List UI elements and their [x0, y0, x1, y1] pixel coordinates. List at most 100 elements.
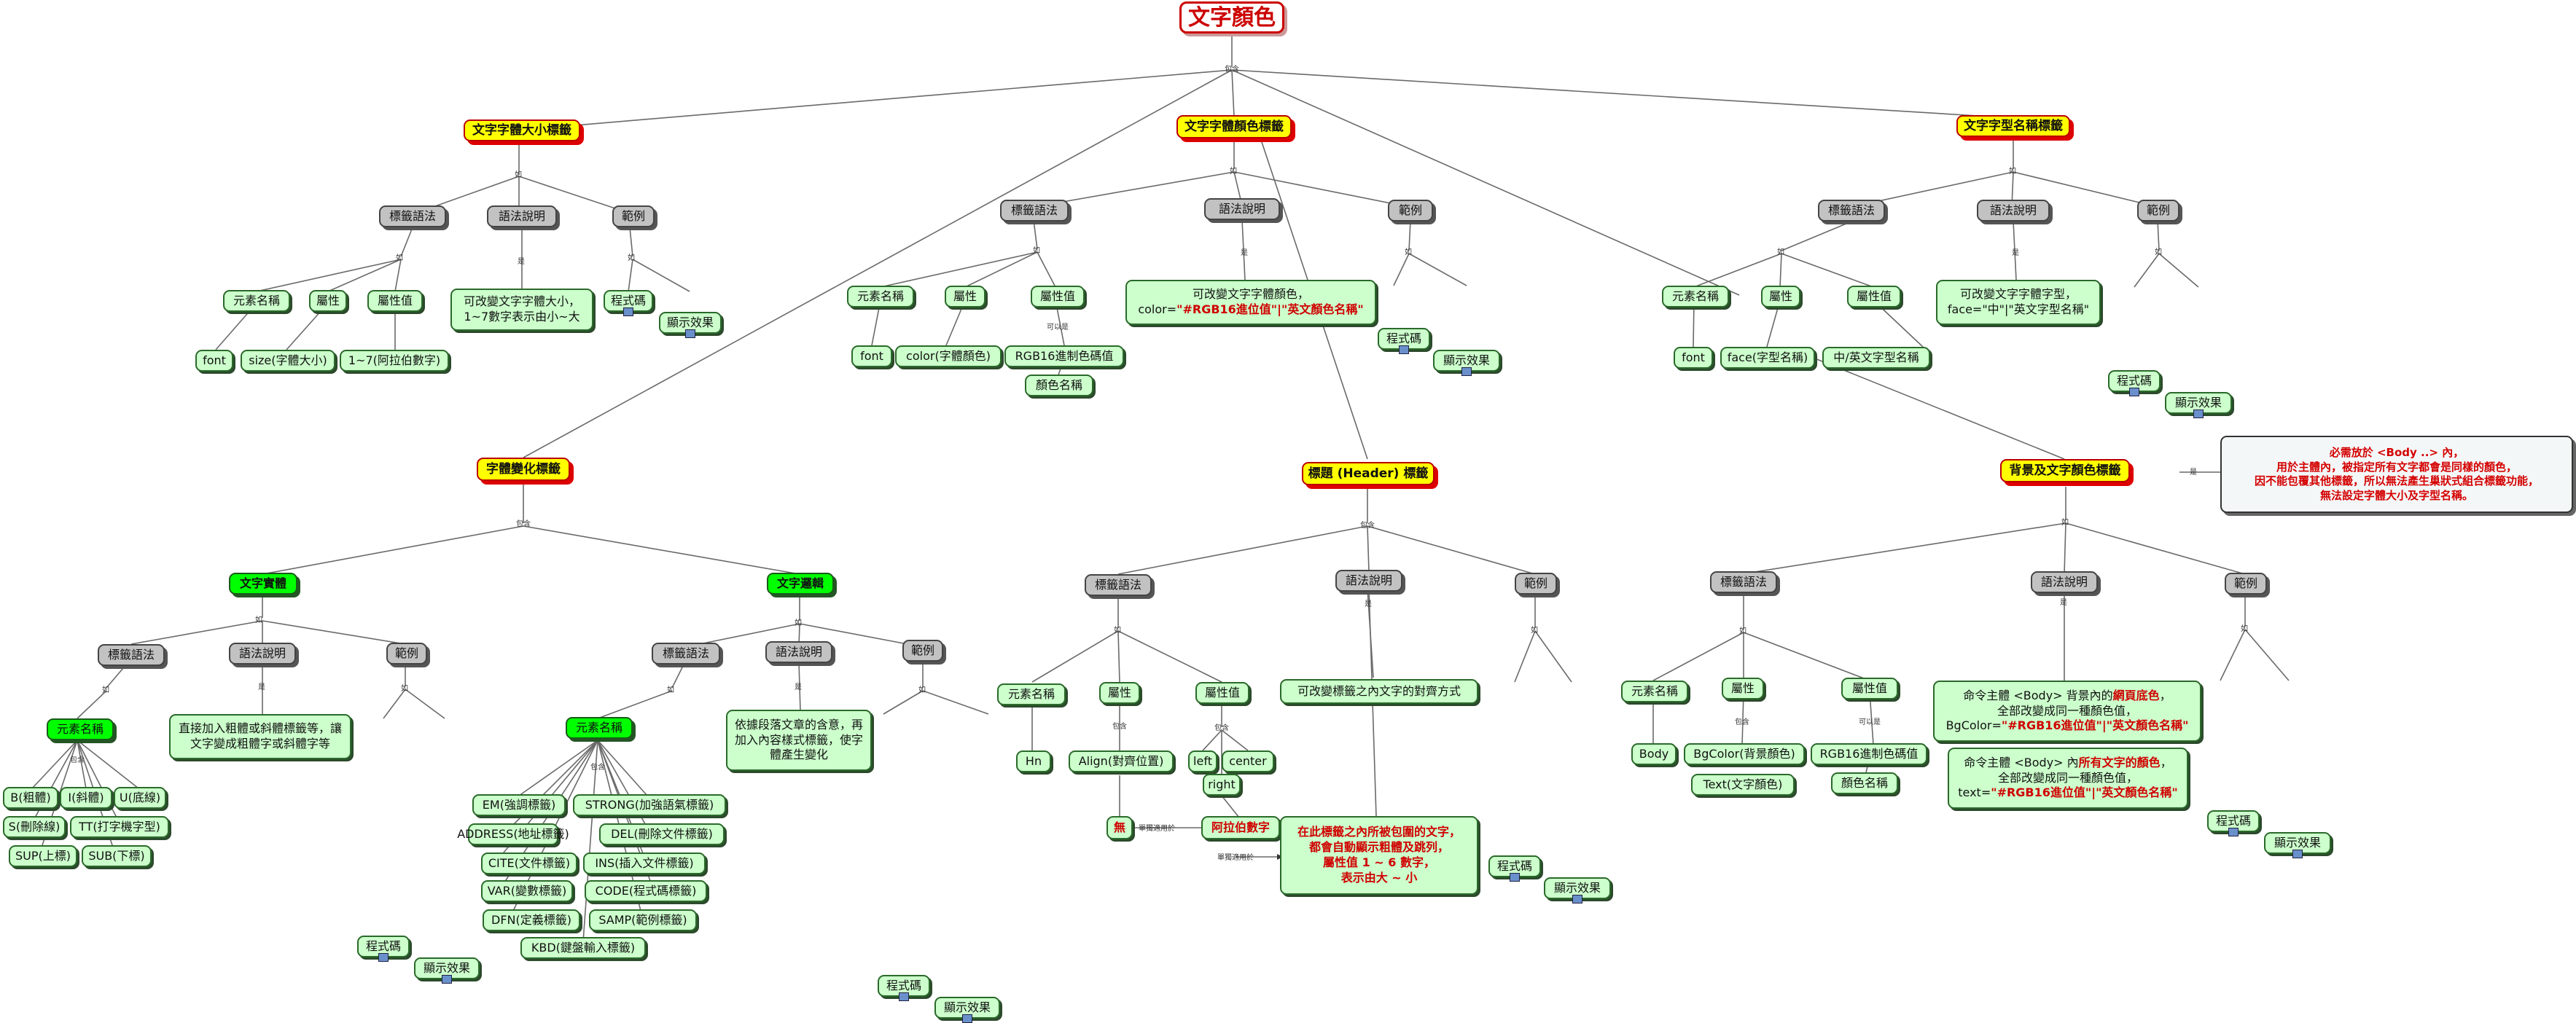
header-element-name[interactable]: 元素名稱 — [997, 683, 1066, 705]
face-syntax[interactable]: 標籤語法 — [1818, 200, 1885, 222]
face-example[interactable]: 範例 — [2137, 200, 2179, 222]
header-note[interactable]: 在此標籤之內所被包圍的文字， 都會自動顯示粗體及跳列， 屬性值 1 ~ 6 數字… — [1280, 816, 1478, 895]
physical-item-sub[interactable]: SUB(下標) — [82, 845, 152, 867]
color-desc[interactable]: 語法說明 — [1204, 198, 1280, 220]
header-code-example[interactable]: 程式碼 — [1488, 855, 1541, 882]
logical-item-dfn[interactable]: DFN(定義標籤) — [483, 909, 580, 931]
header-align[interactable]: Align(對齊位置) — [1069, 750, 1174, 772]
face-font[interactable]: font — [1674, 347, 1713, 369]
bg-code-example[interactable]: 程式碼 — [2207, 810, 2260, 836]
physical-item-s[interactable]: S(刪除線) — [3, 816, 66, 838]
color-name[interactable]: 顏色名稱 — [1025, 375, 1093, 396]
header-arabic-number[interactable]: 阿拉伯數字 — [1201, 816, 1280, 839]
header-right[interactable]: right — [1203, 774, 1241, 796]
size-effect-example[interactable]: 顯示效果 — [659, 312, 722, 338]
logical-item-cite[interactable]: CITE(文件標籤) — [481, 852, 577, 874]
header-desc[interactable]: 語法說明 — [1335, 570, 1402, 592]
logical-item-em[interactable]: EM(強調標籤) — [472, 794, 566, 816]
face-desc-text[interactable]: 可改變文字字體字型，face="中"|"英文字型名稱" — [1936, 280, 2101, 325]
physical-item-tt[interactable]: TT(打字機字型) — [70, 816, 169, 838]
color-example[interactable]: 範例 — [1388, 200, 1433, 222]
bg-attr[interactable]: 屬性 — [1722, 678, 1764, 699]
size-desc-text[interactable]: 可改變文字字體大小，1~7數字表示由小~大 — [450, 289, 593, 331]
variant-tag-title[interactable]: 字體變化標籤 — [477, 458, 570, 481]
bg-desc-text[interactable]: 命令主體 <Body> 內所有文字的顏色， 全部改變成同一種顏色值， text=… — [1948, 748, 2188, 809]
size-code-example[interactable]: 程式碼 — [604, 290, 653, 316]
bg-note[interactable]: 必需放於 <Body ..> 內， 用於主體內，被指定所有文字都會是同樣的顏色，… — [2220, 436, 2573, 513]
color-syntax[interactable]: 標籤語法 — [1000, 200, 1069, 222]
header-attr-value[interactable]: 屬性值 — [1195, 682, 1249, 704]
bg-desc-bgcolor[interactable]: 命令主體 <Body> 背景內的網頁底色， 全部改變成同一種顏色值， BgCol… — [1933, 681, 2201, 742]
bg-element-name[interactable]: 元素名稱 — [1621, 681, 1688, 702]
color-attr[interactable]: 屬性 — [945, 286, 985, 307]
color-color-attr[interactable]: color(字體顏色) — [895, 345, 1002, 367]
color-attr-value[interactable]: 屬性值 — [1031, 286, 1085, 307]
color-tag-title[interactable]: 文字字體顏色標籤 — [1176, 115, 1292, 138]
logical-title[interactable]: 文字邏輯 — [767, 573, 834, 595]
logical-item-strong[interactable]: STRONG(加強語氣標籤) — [573, 794, 726, 816]
face-attr-value[interactable]: 屬性值 — [1847, 286, 1901, 307]
face-face-attr[interactable]: face(字型名稱) — [1720, 347, 1815, 369]
physical-element-name[interactable]: 元素名稱 — [47, 718, 114, 740]
color-rgb[interactable]: RGB16進制色碼值 — [1004, 345, 1124, 367]
physical-item-u[interactable]: U(底線) — [114, 787, 166, 809]
size-size-attr[interactable]: size(字體大小) — [241, 350, 335, 372]
physical-effect-example[interactable]: 顯示效果 — [414, 957, 480, 984]
color-code-example[interactable]: 程式碼 — [1378, 328, 1430, 354]
header-center[interactable]: center — [1222, 750, 1274, 772]
color-font[interactable]: font — [851, 345, 892, 367]
face-element-name[interactable]: 元素名稱 — [1662, 286, 1729, 307]
size-syntax[interactable]: 標籤語法 — [379, 205, 446, 227]
header-none[interactable]: 無 — [1106, 816, 1133, 839]
logical-item-var[interactable]: VAR(變數標籤) — [481, 880, 573, 902]
size-font[interactable]: font — [195, 350, 233, 372]
physical-example[interactable]: 範例 — [386, 643, 427, 665]
bg-syntax[interactable]: 標籤語法 — [1710, 571, 1777, 593]
header-desc-text[interactable]: 可改變標籤之內文字的對齊方式 — [1280, 679, 1478, 704]
physical-desc[interactable]: 語法說明 — [229, 643, 296, 665]
header-attr[interactable]: 屬性 — [1099, 682, 1140, 704]
logical-desc-text[interactable]: 依據段落文章的含意，再加入內容樣式標籤，使字體產生變化 — [726, 710, 872, 771]
header-effect-example[interactable]: 顯示效果 — [1544, 877, 1611, 904]
logical-code-example[interactable]: 程式碼 — [878, 975, 930, 1001]
bg-example[interactable]: 範例 — [2225, 573, 2267, 595]
header-example[interactable]: 範例 — [1515, 573, 1557, 595]
bg-rgb[interactable]: RGB16進制色碼值 — [1811, 743, 1927, 765]
physical-desc-text[interactable]: 直接加入粗體或斜體標籤等，讓文字變成粗體字或斜體字等 — [169, 714, 351, 759]
logical-desc[interactable]: 語法說明 — [765, 641, 832, 663]
logical-element-name[interactable]: 元素名稱 — [566, 717, 633, 739]
logical-item-code[interactable]: CODE(程式碼標籤) — [585, 880, 707, 902]
bg-text-attr[interactable]: Text(文字顏色) — [1691, 774, 1795, 796]
bg-tag-title[interactable]: 背景及文字顏色標籤 — [2000, 459, 2130, 482]
color-element-name[interactable]: 元素名稱 — [847, 286, 914, 307]
header-tag-title[interactable]: 標題 (Header) 標籤 — [1302, 462, 1435, 485]
logical-syntax[interactable]: 標籤語法 — [652, 643, 720, 665]
physical-syntax[interactable]: 標籤語法 — [98, 644, 165, 666]
logical-item-samp[interactable]: SAMP(範例標籤) — [589, 909, 697, 931]
face-attr[interactable]: 屬性 — [1761, 286, 1800, 307]
logical-item-del[interactable]: DEL(刪除文件標籤) — [599, 823, 725, 845]
physical-title[interactable]: 文字實體 — [229, 573, 297, 595]
face-desc[interactable]: 語法說明 — [1977, 200, 2050, 222]
logical-item-ins[interactable]: INS(插入文件標籤) — [583, 852, 706, 874]
physical-item-sup[interactable]: SUP(上標) — [9, 845, 77, 867]
color-desc-text[interactable]: 可改變文字字體顏色， color="#RGB16進位值"|"英文顏色名稱" — [1125, 280, 1376, 325]
face-value[interactable]: 中/英文字型名稱 — [1822, 347, 1930, 369]
logical-effect-example[interactable]: 顯示效果 — [934, 997, 1000, 1023]
size-example[interactable]: 範例 — [612, 205, 655, 227]
bg-bgcolor[interactable]: BgColor(背景顏色) — [1684, 743, 1805, 765]
logical-item-address[interactable]: ADDRESS(地址標籤) — [457, 823, 569, 845]
size-element-name[interactable]: 元素名稱 — [223, 290, 290, 312]
size-desc[interactable]: 語法說明 — [487, 205, 557, 227]
bg-body[interactable]: Body — [1631, 743, 1677, 765]
logical-item-kbd[interactable]: KBD(鍵盤輸入標籤) — [520, 937, 646, 959]
bg-desc[interactable]: 語法說明 — [2031, 571, 2098, 593]
header-hn[interactable]: Hn — [1016, 750, 1051, 772]
face-effect-example[interactable]: 顯示效果 — [2165, 392, 2232, 418]
physical-item-b[interactable]: B(粗體) — [3, 787, 58, 809]
size-tag-title[interactable]: 文字字體大小標籤 — [464, 119, 580, 141]
face-code-example[interactable]: 程式碼 — [2108, 370, 2161, 396]
physical-code-example[interactable]: 程式碼 — [357, 936, 410, 962]
header-left[interactable]: left — [1188, 750, 1217, 772]
physical-item-i[interactable]: I(斜體) — [60, 787, 112, 809]
